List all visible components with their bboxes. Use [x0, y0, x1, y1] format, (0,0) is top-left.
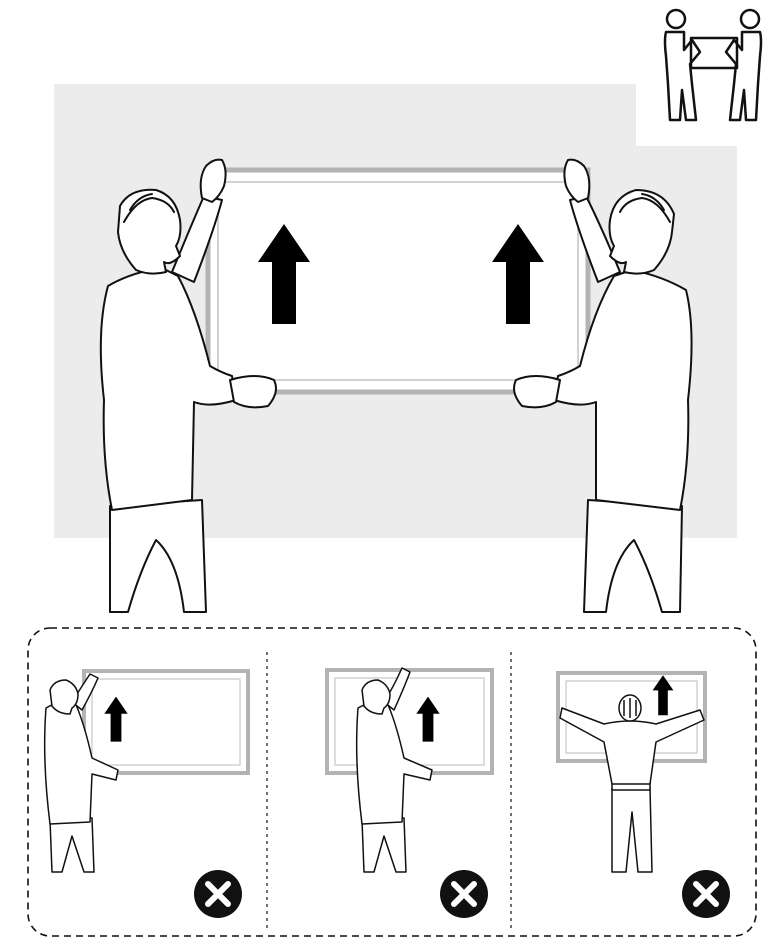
- incorrect-panel-1: [45, 671, 248, 918]
- x-circle-icon: [194, 870, 242, 918]
- incorrect-panel-2: [327, 668, 492, 918]
- person-figure: [560, 695, 704, 872]
- x-circle-icon: [682, 870, 730, 918]
- two-person-lift-icon: [665, 10, 761, 120]
- incorrect-panel-3: [558, 673, 730, 918]
- x-circle-icon: [440, 870, 488, 918]
- wall-panel: [208, 170, 588, 392]
